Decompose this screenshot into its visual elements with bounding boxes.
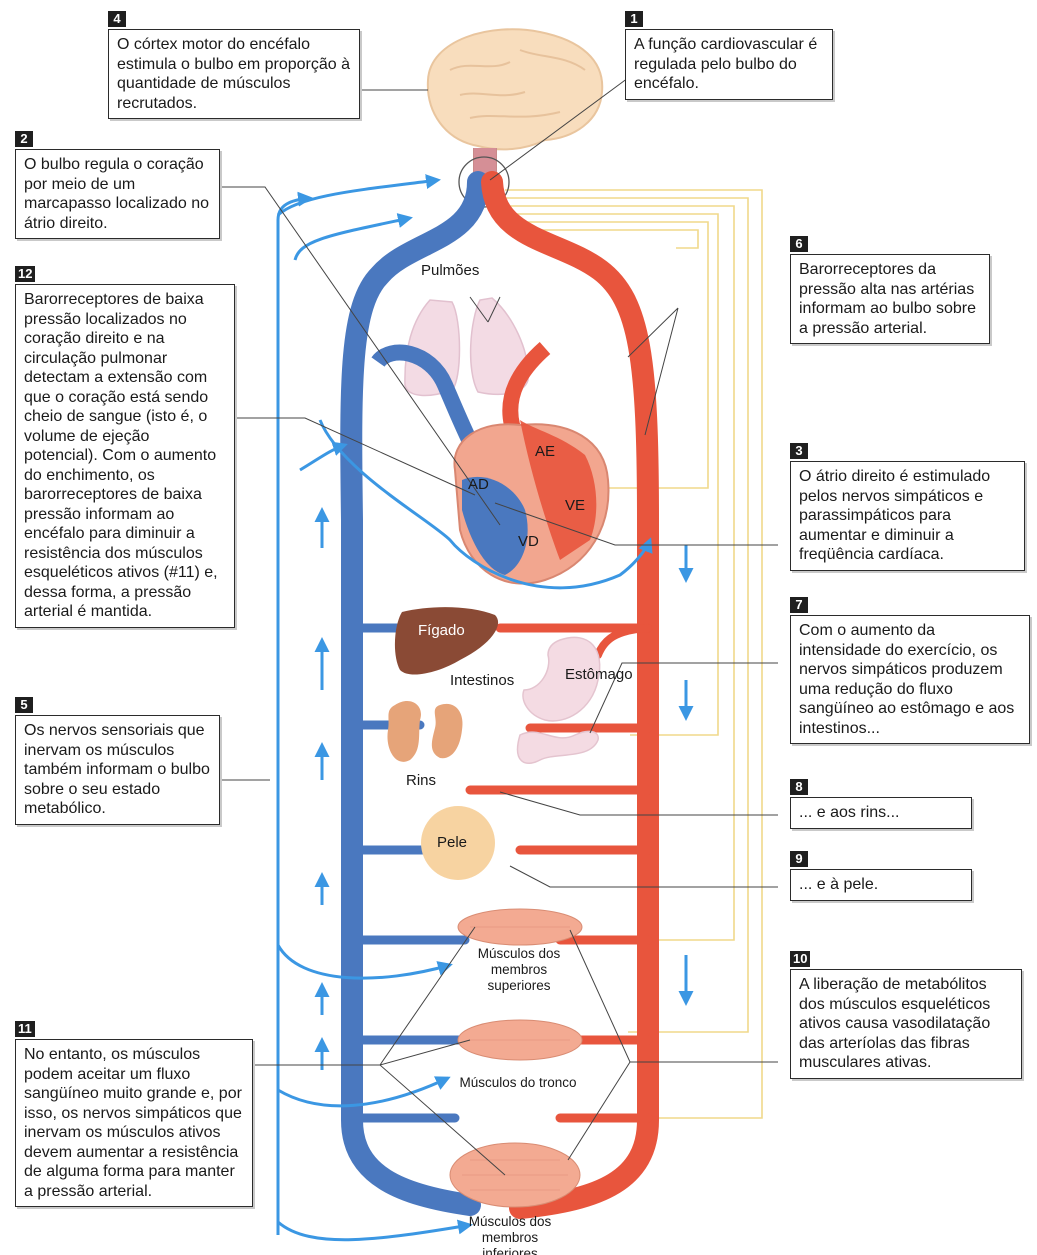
label-lungs: Pulmões [421,262,479,279]
callout-3: 3 O átrio direito é estimulado pelos ner… [790,442,1025,571]
callout-1: 1 A função cardiovascular é regulada pel… [625,10,833,100]
callout-number: 3 [790,443,808,459]
label-liver: Fígado [418,622,465,639]
liver [395,607,498,674]
callout-5: 5 Os nervos sensoriais que inervam os mú… [15,696,220,825]
label-intestines: Intestinos [450,672,514,689]
callout-12: 12 Barorreceptores de baixa pressão loca… [15,265,235,628]
label-ad: AD [468,476,489,493]
callout-text: Com o aumento da intensidade do exercíci… [790,615,1030,744]
label-lower-limb-muscles: Músculos dos membros inferiores [456,1214,564,1255]
label-vd: VD [518,533,539,550]
callout-11: 11 No entanto, os músculos podem aceitar… [15,1020,253,1207]
callout-text: O bulbo regula o coração por meio de um … [15,149,220,239]
callout-text: O átrio direito é estimulado pelos nervo… [790,461,1025,571]
callout-number: 9 [790,851,808,867]
callout-text: Barorreceptores de baixa pressão localiz… [15,284,235,628]
label-kidneys: Rins [406,772,436,789]
label-ve: VE [565,497,585,514]
label-ae: AE [535,443,555,460]
callout-text: Os nervos sensoriais que inervam os músc… [15,715,220,825]
brain [428,29,602,149]
callout-text: Barorreceptores da pressão alta nas arté… [790,254,990,344]
label-skin: Pele [437,834,467,851]
callout-10: 10 A liberação de metabólitos dos múscul… [790,950,1022,1079]
callout-4: 4 O córtex motor do encéfalo estimula o … [108,10,360,119]
callout-number: 10 [790,951,810,967]
kidneys [387,701,462,762]
callout-number: 6 [790,236,808,252]
callout-number: 12 [15,266,35,282]
label-upper-limb-muscles: Músculos dos membros superiores [465,946,573,994]
callout-6: 6 Barorreceptores da pressão alta nas ar… [790,235,990,344]
callout-2: 2 O bulbo regula o coração por meio de u… [15,130,220,239]
callout-number: 4 [108,11,126,27]
callout-text: ... e aos rins... [790,797,972,829]
callout-number: 2 [15,131,33,147]
callout-number: 5 [15,697,33,713]
callout-number: 7 [790,597,808,613]
callout-9: 9 ... e à pele. [790,850,972,901]
label-trunk-muscles: Músculos do tronco [443,1075,593,1091]
callout-8: 8 ... e aos rins... [790,778,972,829]
callout-7: 7 Com o aumento da intensidade do exercí… [790,596,1030,744]
label-stomach: Estômago [565,666,633,683]
callout-text: No entanto, os músculos podem aceitar um… [15,1039,253,1207]
intestines [518,731,599,763]
callout-text: O córtex motor do encéfalo estimula o bu… [108,29,360,119]
callout-number: 8 [790,779,808,795]
callout-number: 11 [15,1021,35,1037]
callout-text: A liberação de metabólitos dos músculos … [790,969,1022,1079]
callout-text: ... e à pele. [790,869,972,901]
callout-text: A função cardiovascular é regulada pelo … [625,29,833,100]
callout-number: 1 [625,11,643,27]
heart [454,420,608,584]
